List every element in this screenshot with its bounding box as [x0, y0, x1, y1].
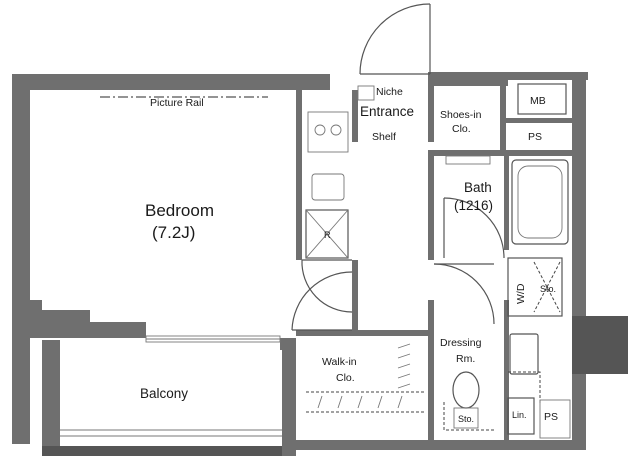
dressing-room-label: Dressing [440, 337, 482, 349]
picture-rail-label: Picture Rail [150, 97, 204, 109]
ps-top-label: PS [528, 131, 542, 143]
room-labels: Picture Rail Bedroom (7.2J) Balcony Nich… [140, 86, 558, 424]
shoes-in-label: Shoes-in [440, 109, 482, 121]
ps-bottom-label: PS [544, 411, 558, 423]
entrance-label: Entrance [360, 104, 414, 119]
fridge-label: R [324, 230, 331, 240]
bath-size-label: (1216) [454, 198, 493, 213]
mb-label: MB [530, 95, 546, 107]
linen-label: Lin. [512, 410, 527, 420]
doors [60, 3, 505, 437]
shelf-label: Shelf [372, 131, 396, 143]
walls [12, 72, 628, 456]
fixtures [100, 83, 571, 439]
bedroom-size-label: (7.2J) [152, 223, 195, 242]
dressing-room-rm-label: Rm. [456, 353, 475, 365]
walk-in-closet-label: Walk-in [322, 356, 357, 368]
bedroom-label: Bedroom [145, 201, 214, 220]
bath-label: Bath [464, 180, 492, 195]
balcony-label: Balcony [140, 386, 188, 401]
walk-in-closet-clo-label: Clo. [336, 372, 355, 384]
hanger-marks [317, 343, 411, 409]
wd-label: W/D [515, 283, 527, 304]
wd-storage-label: Sto. [540, 284, 556, 294]
storage-bottom-label: Sto. [458, 414, 474, 424]
shoes-in-clo-label: Clo. [452, 123, 471, 135]
niche-label: Niche [376, 86, 403, 98]
